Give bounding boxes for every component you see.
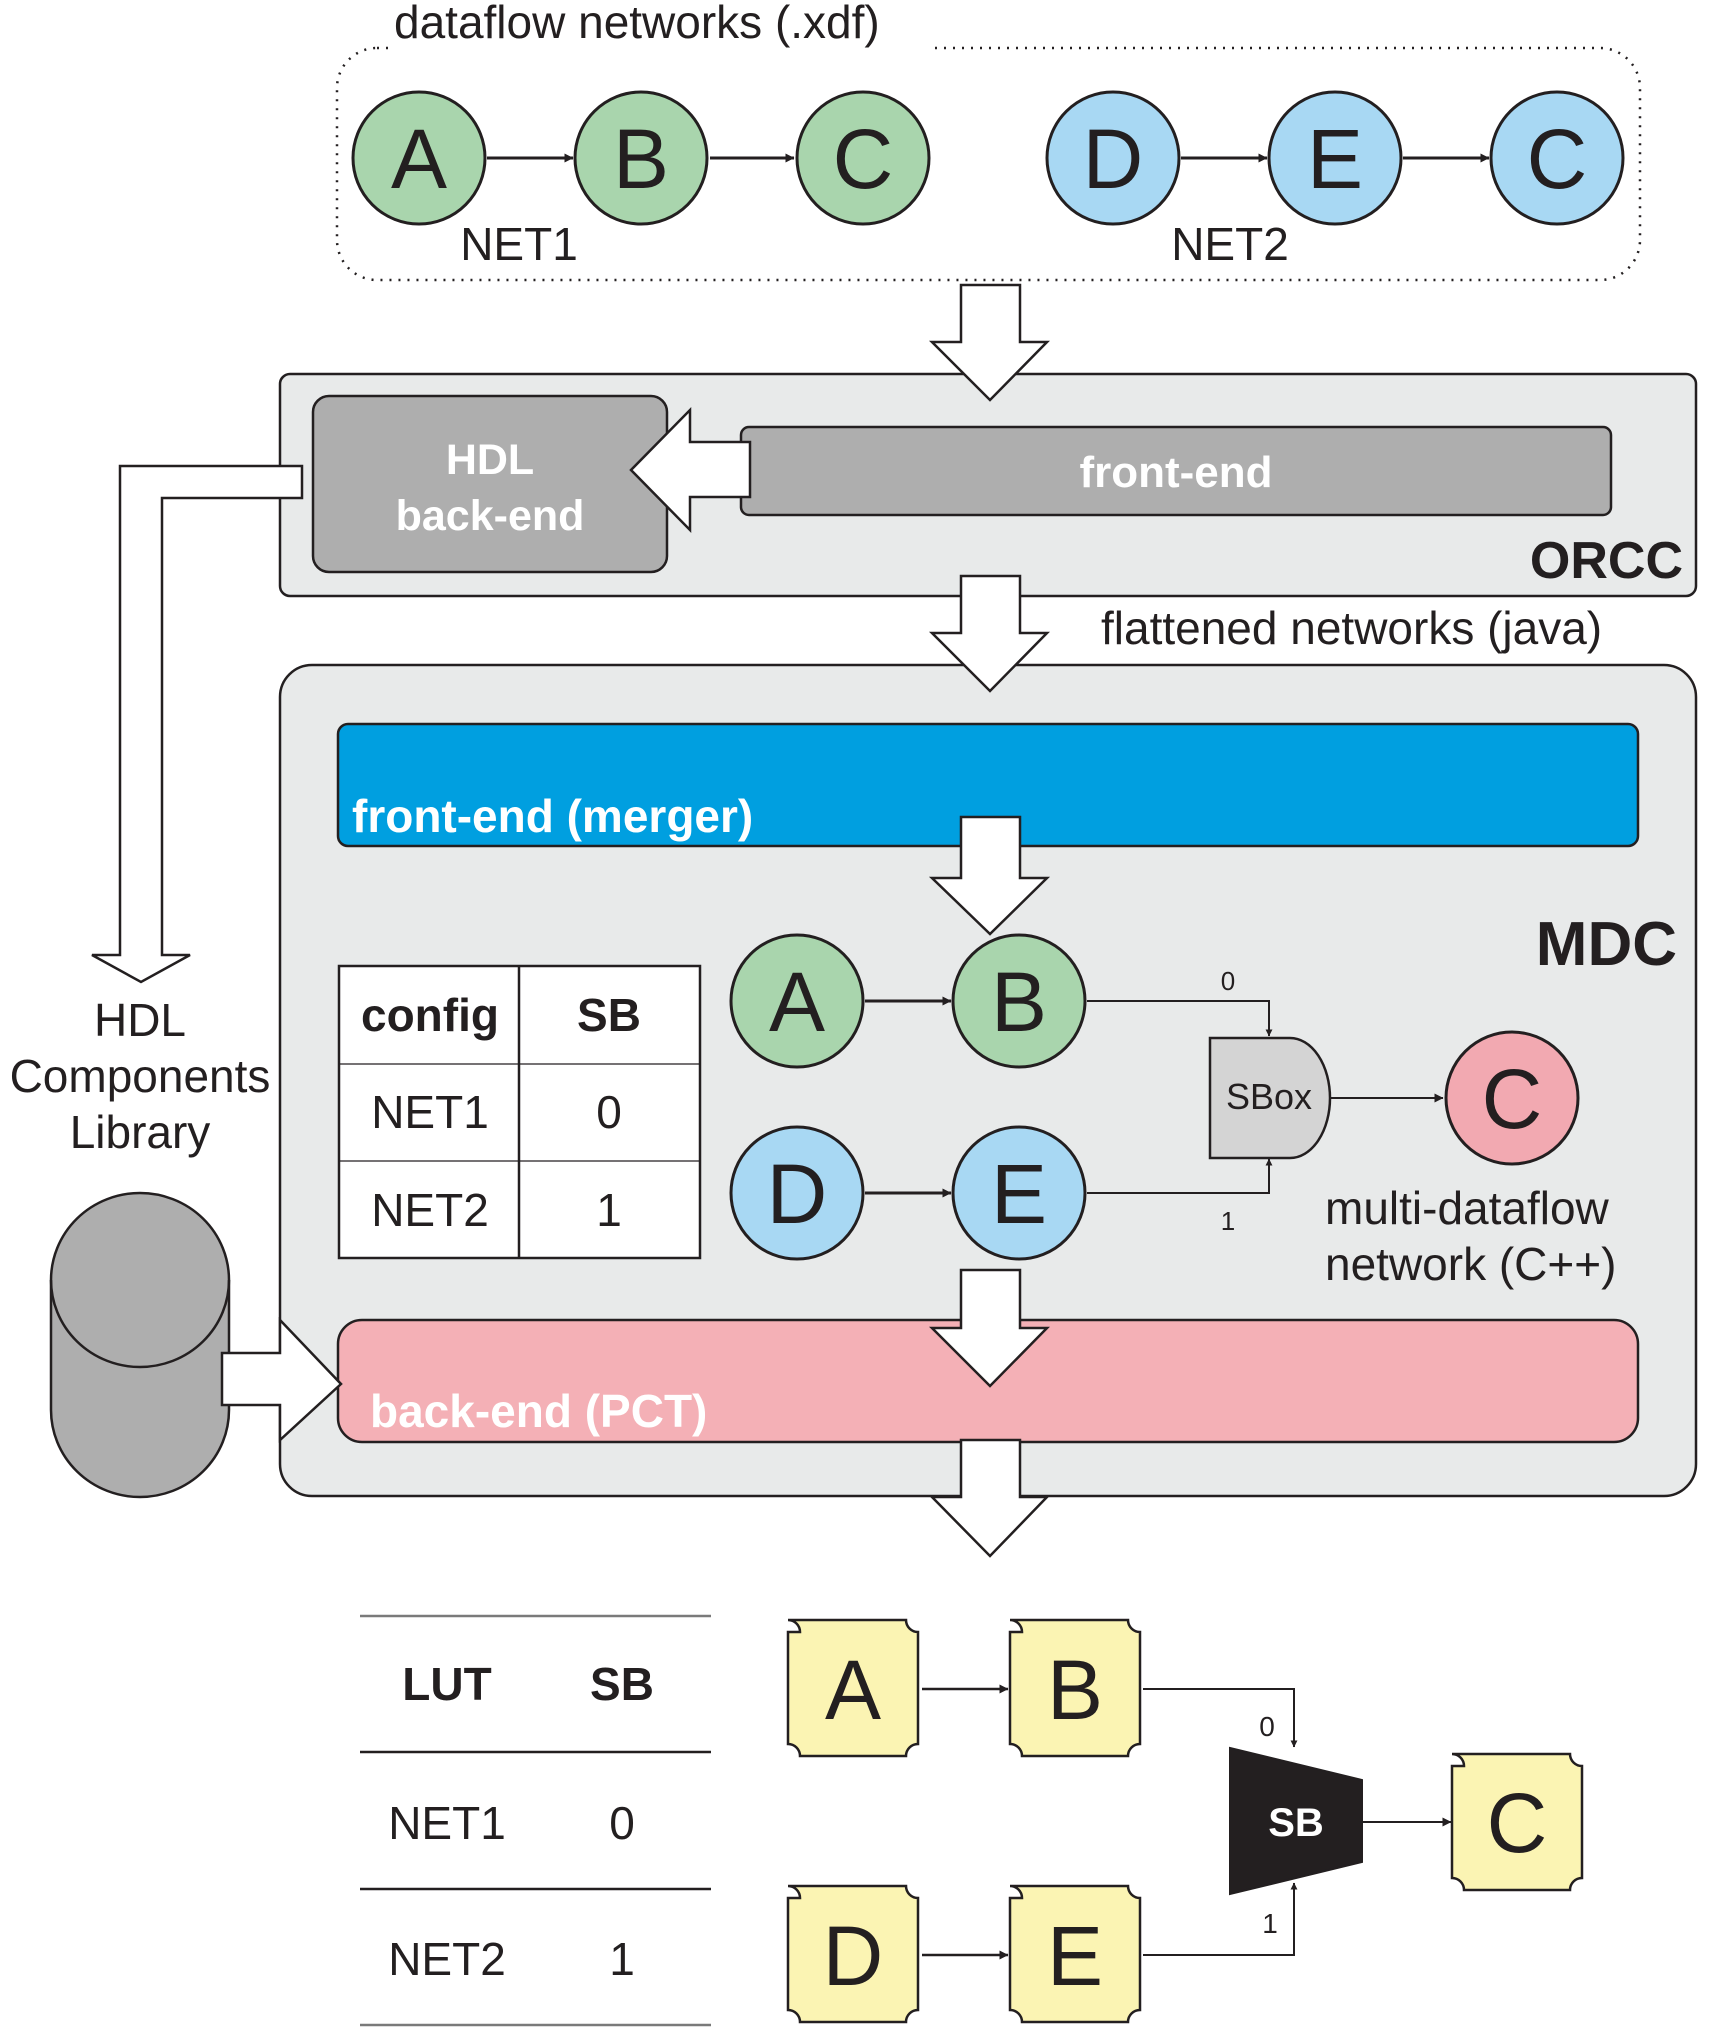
- hdl-library-group: HDL Components Library: [10, 994, 343, 1499]
- hdl-library-label-line1: HDL: [94, 994, 186, 1046]
- orcc-panel-group: HDL back-end front-end ORCC: [278, 372, 1698, 598]
- mdc-label: MDC: [1536, 910, 1677, 979]
- mdc-backend-pct-label: back-end (PCT): [370, 1385, 707, 1437]
- dataflow-networks-group: dataflow networks (.xdf) A B C NET1 D E …: [335, 0, 1642, 282]
- net2-node-e: [1267, 90, 1403, 226]
- mdc-node-d: [729, 1125, 865, 1261]
- mdc-node-a-label: A: [769, 955, 825, 1049]
- hw-node-b: [1008, 1618, 1142, 1758]
- mdc-node-e: [951, 1125, 1087, 1261]
- mdc-node-d-label: D: [767, 1147, 828, 1241]
- mdc-to-output-arrow: [929, 1438, 1050, 1558]
- config-table-header-config: config: [361, 989, 499, 1041]
- net2-node-c: [1489, 90, 1625, 226]
- mdc-frontend-merger-label: front-end (merger): [352, 790, 753, 842]
- library-to-backend-arrow: [220, 1316, 343, 1443]
- output-group: LUT SB NET1 0 NET2 1 A B D E C: [360, 1614, 1584, 2027]
- net2-label: NET2: [1171, 218, 1289, 270]
- sbox-port-0-label: 0: [1221, 966, 1235, 996]
- net1-node-b: [573, 90, 709, 226]
- net2-node-d: [1045, 90, 1181, 226]
- lut-table-cell: 0: [609, 1797, 635, 1849]
- orcc-label: ORCC: [1530, 532, 1683, 590]
- hw-node-e-label: E: [1047, 1909, 1103, 2003]
- net1-label: NET1: [460, 218, 578, 270]
- multi-dataflow-label-line2: network (C++): [1325, 1238, 1616, 1290]
- hw-edge-b-sb: [1143, 1688, 1298, 1748]
- lut-table-header-lut: LUT: [402, 1658, 491, 1710]
- hdl-backend-box: [311, 394, 669, 574]
- hw-node-a: [786, 1618, 920, 1758]
- sb-mux-block: [1229, 1746, 1363, 1896]
- mdc-node-e-label: E: [991, 1147, 1047, 1241]
- lut-table-cell: NET2: [388, 1933, 506, 1985]
- dataflow-networks-title: dataflow networks (.xdf): [394, 0, 880, 48]
- lut-table-cell: NET1: [388, 1797, 506, 1849]
- hw-node-c: [1450, 1752, 1584, 1892]
- hw-node-e: [1008, 1884, 1142, 2024]
- sbox-port-1-label: 1: [1221, 1206, 1235, 1236]
- sbox-label: SBox: [1226, 1076, 1312, 1117]
- dataflow-to-orcc-arrow: [928, 283, 1050, 402]
- orcc-frontend-label: front-end: [1079, 448, 1272, 497]
- net1-node-a-label: A: [391, 112, 447, 206]
- config-table-cell: 0: [596, 1086, 622, 1138]
- net2-node-c-label: C: [1527, 112, 1588, 206]
- flattened-networks-label: flattened networks (java): [1101, 602, 1602, 654]
- hw-edge-e-sb: [1143, 1882, 1298, 1956]
- hdl-to-library-arrow: [91, 464, 304, 984]
- mdc-node-c: [1444, 1030, 1580, 1166]
- mdc-node-a: [729, 933, 865, 1069]
- config-table-cell: NET2: [371, 1184, 489, 1236]
- mdc-panel-group: front-end (merger) MDC config SB NET1 0 …: [278, 663, 1698, 1498]
- mdc-node-b-label: B: [991, 955, 1047, 1049]
- net1-node-b-label: B: [613, 112, 669, 206]
- net2-node-d-label: D: [1083, 112, 1144, 206]
- config-table-cell: 1: [596, 1184, 622, 1236]
- frontend-to-hdl-arrow: [629, 406, 752, 534]
- hw-node-d: [786, 1884, 920, 2024]
- sbox-block: [1208, 1036, 1332, 1160]
- database-cylinder-icon: [49, 1191, 231, 1499]
- mdc-edge-e-sbox: [1087, 1158, 1273, 1194]
- hw-node-a-label: A: [825, 1643, 881, 1737]
- net2-node-e-label: E: [1307, 112, 1363, 206]
- net1-node-a: [351, 90, 487, 226]
- hdl-library-label-line2: Components: [10, 1050, 271, 1102]
- sb-port-0-label: 0: [1259, 1711, 1275, 1742]
- net1-node-c: [795, 90, 931, 226]
- hw-node-d-label: D: [823, 1909, 884, 2003]
- hdl-backend-label-line1: HDL: [446, 436, 534, 484]
- config-table-cell: NET1: [371, 1086, 489, 1138]
- hdl-backend-label-line2: back-end: [396, 492, 585, 540]
- lut-table-header-sb: SB: [590, 1658, 654, 1710]
- dataflow-networks-frame: [335, 46, 1642, 282]
- config-table-header-sb: SB: [577, 989, 641, 1041]
- multi-dataflow-label-line1: multi-dataflow: [1325, 1182, 1610, 1234]
- hdl-library-label-line3: Library: [70, 1106, 211, 1158]
- lut-table-cell: 1: [609, 1933, 635, 1985]
- network-to-backend-arrow: [928, 1268, 1050, 1388]
- title-mask: [390, 0, 930, 58]
- sb-port-1-label: 1: [1262, 1908, 1278, 1939]
- net1-node-c-label: C: [833, 112, 894, 206]
- orcc-to-mdc-arrow: [928, 574, 1050, 693]
- hw-node-c-label: C: [1487, 1776, 1548, 1870]
- database-cylinder-rim: [49, 1279, 231, 1369]
- mdc-edge-b-sbox: [1087, 1000, 1273, 1037]
- mdc-node-c-label: C: [1482, 1052, 1543, 1146]
- sb-mux-label: SB: [1268, 1801, 1324, 1845]
- merger-to-network-arrow: [928, 815, 1051, 936]
- mdc-node-b: [951, 933, 1087, 1069]
- hw-node-b-label: B: [1047, 1643, 1103, 1737]
